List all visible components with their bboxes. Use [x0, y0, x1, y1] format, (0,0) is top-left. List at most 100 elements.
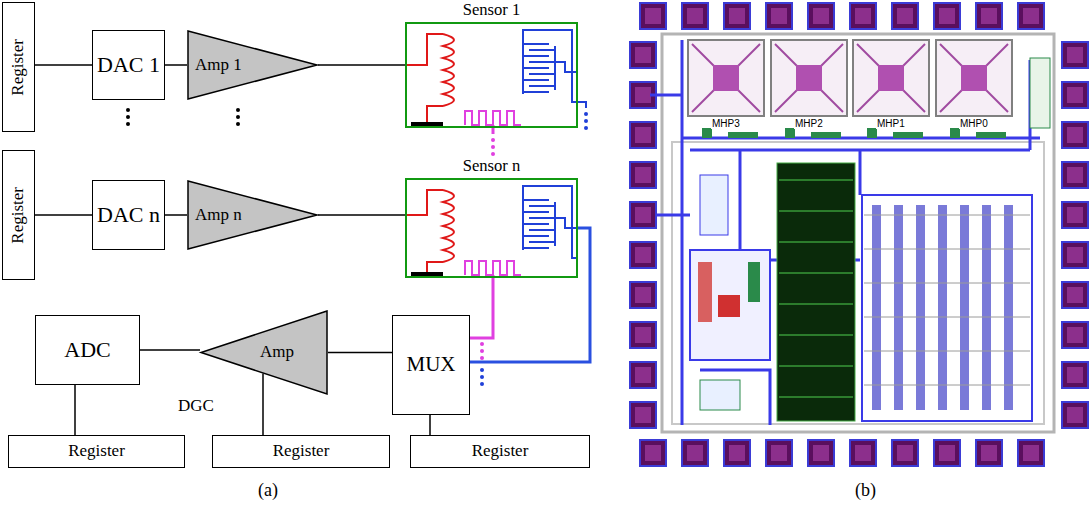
bond-pad [724, 3, 750, 29]
comb-finger [529, 85, 555, 87]
circuit-cell [702, 128, 712, 138]
connector-line [35, 214, 92, 216]
ellipsis-dot [126, 122, 130, 126]
logic-column [872, 205, 881, 410]
bond-pad-core [635, 47, 651, 63]
bond-pad-core [771, 8, 787, 24]
bond-pad-core [729, 8, 745, 24]
bond-pad [808, 440, 834, 466]
circuit-cell [1030, 58, 1050, 128]
comb-wire [523, 186, 578, 258]
bond-pad-core [1067, 407, 1083, 423]
comb-finger [523, 199, 549, 201]
logic-row [864, 385, 1030, 386]
hotplate-arm [775, 44, 843, 112]
logic-row [864, 351, 1030, 352]
bond-pad-core [645, 445, 661, 461]
ellipsis-dot [236, 108, 240, 112]
circuit-cell [700, 175, 728, 235]
bond-pad-core [635, 167, 651, 183]
block-label: MHP0 [959, 118, 989, 129]
array-row [779, 273, 853, 274]
bond-pad [1062, 202, 1088, 228]
bond-pad [892, 440, 918, 466]
amplifier-triangle: Amp n [187, 180, 318, 250]
coil-wire [427, 106, 443, 122]
ellipsis-dot [236, 122, 240, 126]
block-label: MHP3 [711, 118, 741, 129]
array-row [779, 397, 853, 398]
bond-pad [1062, 82, 1088, 108]
panel-label: (a) [258, 481, 278, 501]
ellipsis-dot [480, 349, 484, 353]
box-label: Register [9, 187, 28, 244]
connector-line [318, 214, 405, 216]
ellipsis-dot [480, 342, 484, 346]
analog-cell [748, 262, 760, 302]
bond-pad [682, 3, 708, 29]
logic-block [862, 195, 1032, 421]
bond-pad [1062, 242, 1088, 268]
metal-route [739, 150, 742, 250]
bond-pad-core [1067, 167, 1083, 183]
circuit-cell [811, 132, 841, 138]
comb-finger [529, 229, 555, 231]
bond-pad [640, 440, 666, 466]
bond-pad-core [635, 407, 651, 423]
bond-pad-core [1067, 207, 1083, 223]
circuit-cell [976, 132, 1006, 138]
bond-pad-core [635, 127, 651, 143]
bond-pad [766, 3, 792, 29]
bond-pad-core [1067, 127, 1083, 143]
analog-cell [698, 262, 712, 322]
dac-box: DAC n [92, 180, 165, 250]
connector-line [470, 278, 493, 338]
connector-line [165, 64, 187, 66]
bond-pad-core [1067, 247, 1083, 263]
comb-finger [523, 79, 549, 81]
amplifier-triangle-shape [188, 31, 317, 99]
bond-pad-core [813, 445, 829, 461]
bond-pad [1062, 122, 1088, 148]
resistor-meander [465, 261, 521, 275]
circuit-cell [893, 132, 923, 138]
comb-finger [523, 247, 549, 249]
coil-wire [405, 190, 443, 215]
bond-pad [934, 3, 960, 29]
bond-pad [1018, 3, 1044, 29]
array-row [779, 335, 853, 336]
bond-pad [850, 440, 876, 466]
box-label: Amp [260, 343, 294, 362]
dac-box: DAC 1 [92, 30, 165, 100]
comb-finger [523, 43, 549, 45]
comb-finger [523, 223, 549, 225]
register-box: Register [212, 435, 390, 468]
microhotplate [688, 40, 764, 116]
amplifier-triangle: Amp [200, 310, 328, 395]
circuit-cell [700, 380, 740, 410]
logic-column [916, 205, 925, 410]
chip-frame [662, 34, 1054, 432]
ellipsis-dot [480, 368, 484, 372]
bond-pad-core [897, 8, 913, 24]
comb-wire [555, 218, 578, 228]
bond-pad-core [981, 8, 997, 24]
bond-pad [808, 3, 834, 29]
block-label: MHP2 [794, 118, 824, 129]
metal-route [656, 214, 690, 217]
bond-pad-core [981, 445, 997, 461]
connector-line [318, 64, 405, 66]
hotplate-arm [692, 44, 760, 112]
bond-pad [630, 162, 656, 188]
bond-pad-core [855, 8, 871, 24]
comb-finger [529, 205, 555, 207]
register-box: Register [2, 2, 35, 132]
bond-pad [976, 440, 1002, 466]
bond-pad-core [1067, 47, 1083, 63]
bond-pad-core [687, 8, 703, 24]
amplifier-triangle-shape [188, 181, 317, 249]
bond-pad [1018, 440, 1044, 466]
box-label: Register [9, 39, 28, 96]
comb-finger [523, 55, 549, 57]
array-row [779, 211, 853, 212]
